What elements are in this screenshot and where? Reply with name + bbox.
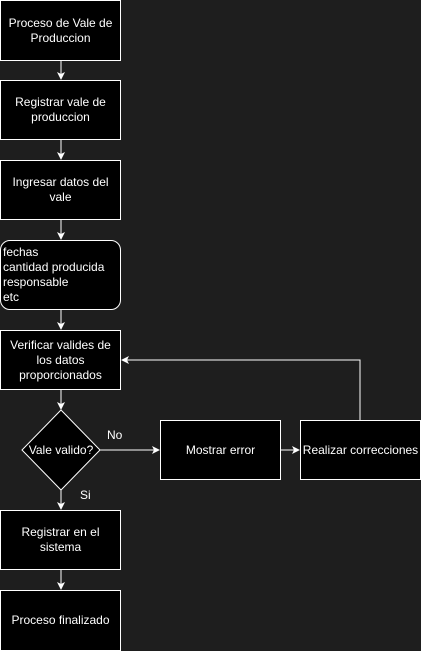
- node-start-label: Proceso de Vale de Produccion: [8, 15, 113, 45]
- decision-diamond: [21, 409, 101, 491]
- node-corrections-label: Realizar correcciones: [302, 442, 419, 457]
- node-enter-data: Ingresar datos del vale: [0, 160, 121, 220]
- node-register-voucher: Registrar vale de produccion: [0, 80, 121, 140]
- node-register-system-label: Registrar en el sistema: [21, 525, 100, 554]
- node-register-system: Registrar en el sistema: [0, 510, 121, 570]
- node-data-fields: fechas cantidad producida responsable et…: [0, 240, 121, 310]
- node-end-label: Proceso finalizado: [11, 613, 110, 627]
- node-end: Proceso finalizado: [0, 590, 121, 651]
- node-corrections: Realizar correcciones: [300, 420, 421, 480]
- node-verify: Verificar valides de los datos proporcio…: [0, 330, 121, 390]
- edge-corrections-back-to-verify: [121, 356, 361, 420]
- node-decision-label: Vale valido?: [28, 443, 94, 457]
- node-verify-label: Verificar valides de los datos proporcio…: [10, 337, 111, 382]
- node-enter-data-label: Ingresar datos del vale: [12, 175, 109, 204]
- edge-label-no: No: [107, 428, 123, 442]
- node-show-error-label: Mostrar error: [185, 442, 256, 457]
- node-register-voucher-label: Registrar vale de produccion: [15, 95, 106, 124]
- node-start: Proceso de Vale de Produccion: [0, 0, 121, 61]
- edge-label-yes: Si: [80, 488, 91, 502]
- node-data-fields-label: fechas cantidad producida responsable et…: [3, 245, 105, 304]
- node-show-error: Mostrar error: [160, 420, 281, 480]
